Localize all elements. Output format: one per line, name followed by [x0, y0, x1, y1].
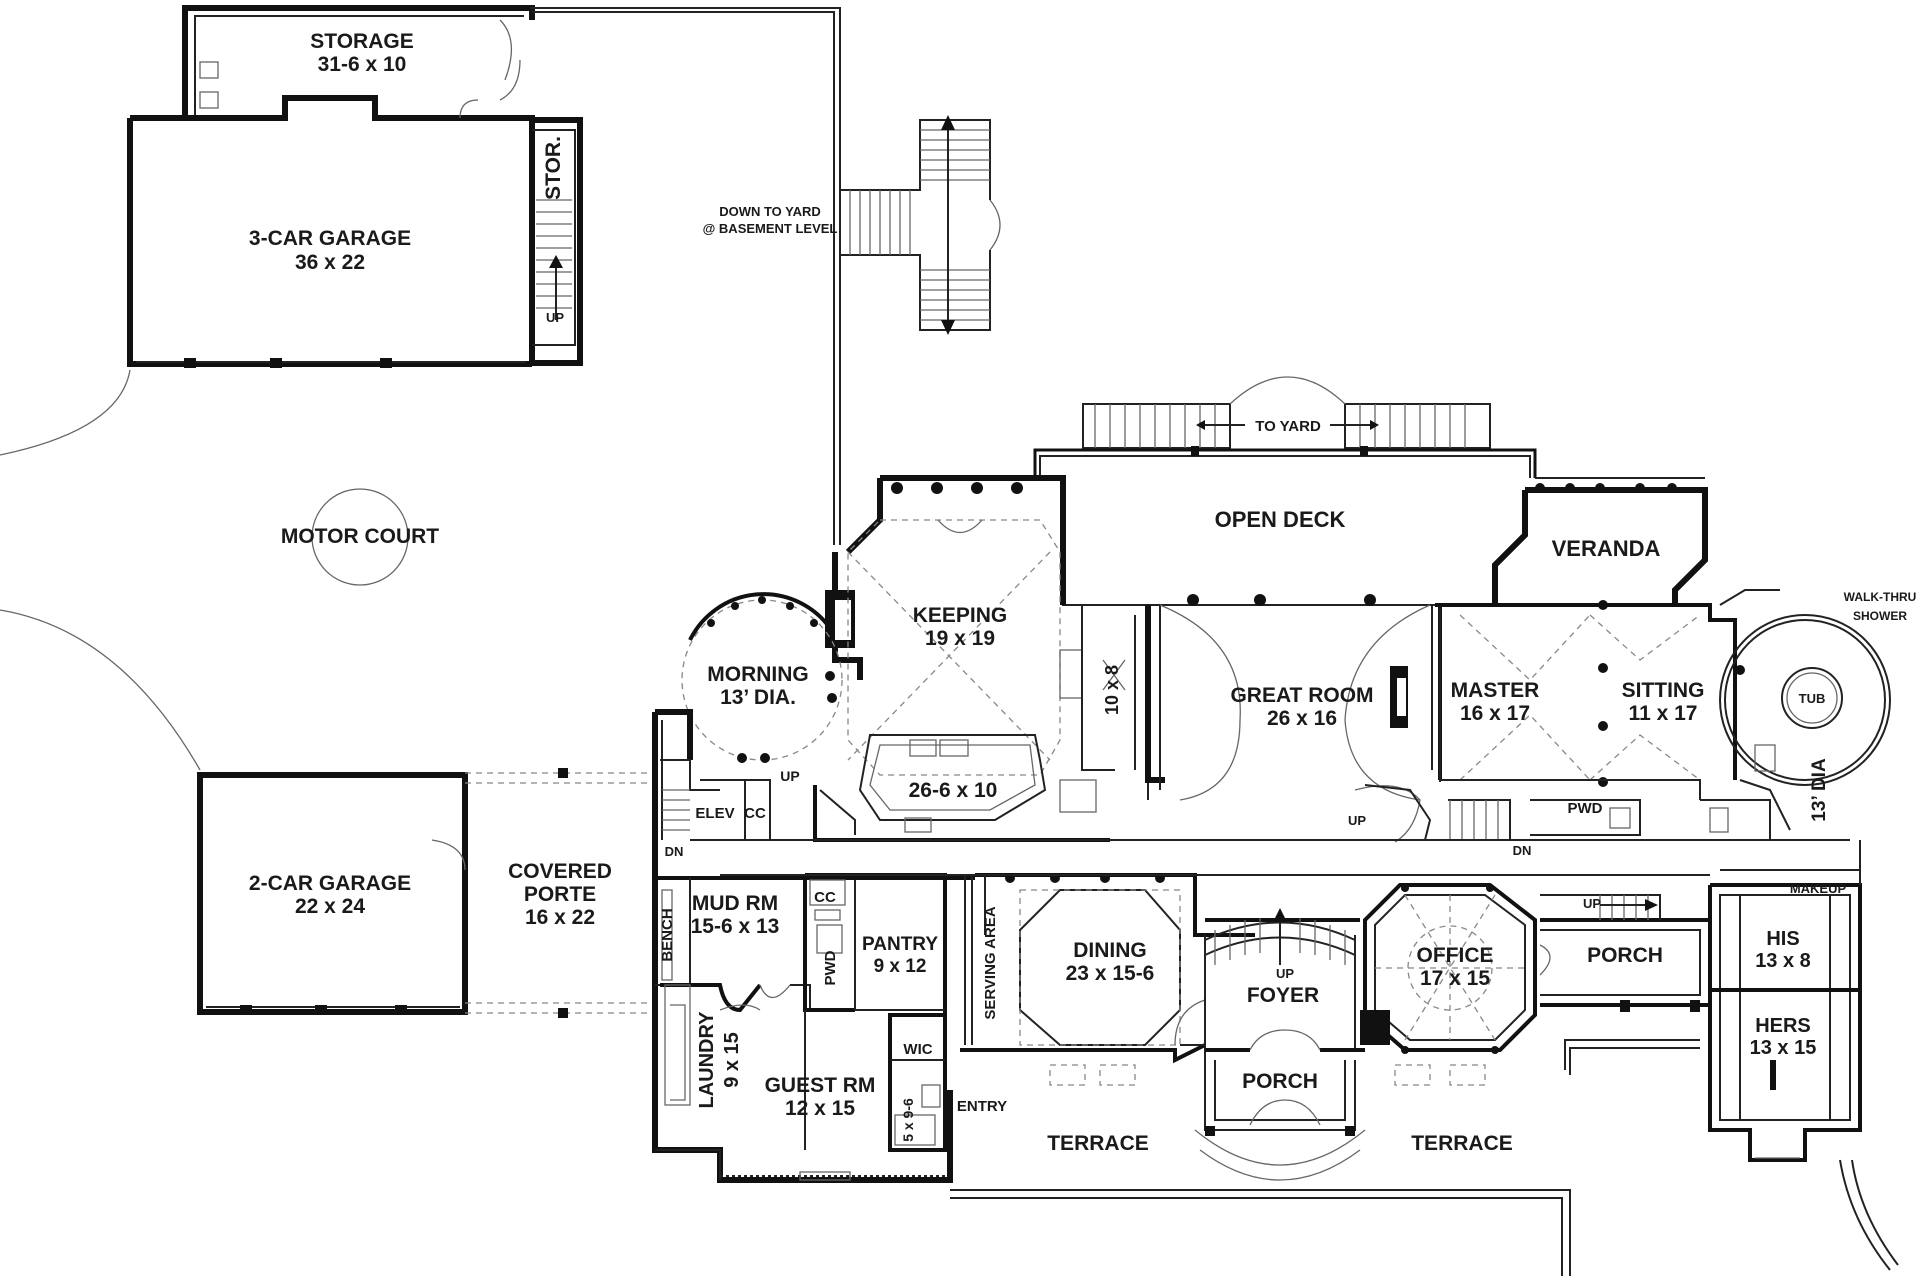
- bath-size: 5 x 9-6: [900, 1098, 916, 1142]
- office-label: OFFICE: [1417, 944, 1494, 967]
- central-front: [720, 839, 1850, 1181]
- up-porch-label: UP: [1583, 896, 1601, 911]
- garage2-label: 2-CAR GARAGE: [249, 872, 411, 895]
- terrace-border: [950, 1064, 1571, 1276]
- open-deck-label: OPEN DECK: [1215, 507, 1346, 532]
- stor-label: STOR.: [542, 136, 565, 200]
- up-label-garage: UP: [546, 310, 564, 325]
- his-size: 13 x 8: [1755, 950, 1811, 972]
- up-great-label: UP: [1348, 813, 1366, 828]
- up-foyer-label: UP: [1276, 966, 1294, 981]
- wic-label: WIC: [903, 1041, 932, 1058]
- keeping-size: 19 x 19: [925, 627, 995, 650]
- cc2-label: CC: [814, 889, 836, 906]
- to-yard-label: TO YARD: [1255, 418, 1321, 435]
- laundry-size: 9 x 15: [721, 1032, 743, 1088]
- garage3-size: 36 x 22: [295, 251, 365, 274]
- master-wing: [1435, 483, 1891, 840]
- up-morning-label: UP: [780, 768, 799, 784]
- pantry-small-size: 10 x 8: [1102, 665, 1122, 715]
- his-label: HIS: [1766, 928, 1799, 950]
- guest-room-size: 12 x 15: [785, 1097, 855, 1120]
- storage-size: 31-6 x 10: [318, 53, 407, 76]
- serving-area-label: SERVING AREA: [982, 906, 999, 1020]
- yard-stair: [530, 7, 1001, 545]
- sitting-label: SITTING: [1622, 679, 1705, 702]
- garage-wing: [127, 5, 583, 368]
- mud-room-size: 15-6 x 13: [691, 915, 780, 938]
- porte-label-1: COVERED: [508, 860, 612, 883]
- pwd2-label: PWD: [822, 950, 839, 985]
- veranda-label: VERANDA: [1552, 536, 1661, 561]
- room-labels: STORAGE 31-6 x 10 STOR. 3-CAR GARAGE 36 …: [249, 30, 1916, 1155]
- service-wing: [652, 709, 975, 1183]
- hers-size: 13 x 15: [1750, 1037, 1817, 1059]
- walk-thru-label-1: WALK-THRU: [1844, 590, 1917, 604]
- motor-court-label: MOTOR COURT: [281, 525, 439, 548]
- walk-thru-label-2: SHOWER: [1853, 609, 1907, 623]
- dining-label: DINING: [1073, 939, 1147, 962]
- master-size: 16 x 17: [1460, 702, 1530, 725]
- motor-court: [0, 369, 409, 771]
- office-size: 17 x 15: [1420, 967, 1490, 990]
- garage-south: [197, 768, 650, 1018]
- dia13-label: 13’ DIA: [1809, 758, 1830, 822]
- sitting-size: 11 x 17: [1629, 702, 1698, 725]
- closets: [1564, 840, 1899, 1271]
- down-yard-label-2: @ BASEMENT LEVEL: [703, 221, 838, 236]
- foyer-label: FOYER: [1247, 984, 1319, 1007]
- master-label: MASTER: [1451, 679, 1540, 702]
- elev-label: ELEV: [695, 805, 734, 822]
- entry-label: ENTRY: [957, 1098, 1007, 1115]
- kitchen-size: 26-6 x 10: [909, 779, 998, 802]
- laundry-label: LAUNDRY: [696, 1011, 718, 1109]
- great-room-label: GREAT ROOM: [1230, 684, 1373, 707]
- pantry-label: PANTRY: [862, 934, 938, 955]
- porch-east-label: PORCH: [1587, 944, 1663, 967]
- makeup-label: MAKEUP: [1790, 881, 1847, 896]
- guest-room-label: GUEST RM: [765, 1074, 876, 1097]
- tub-label: TUB: [1799, 691, 1826, 706]
- garage2-size: 22 x 24: [295, 895, 365, 918]
- morning-size: 13’ DIA.: [720, 686, 796, 709]
- dn1-label: DN: [665, 844, 684, 859]
- terrace-west-label: TERRACE: [1047, 1132, 1149, 1155]
- great-room-zone: [1145, 604, 1511, 843]
- morning-label: MORNING: [707, 663, 809, 686]
- terrace-east-label: TERRACE: [1411, 1132, 1513, 1155]
- garage3-label: 3-CAR GARAGE: [249, 227, 411, 250]
- great-room-size: 26 x 16: [1267, 707, 1337, 730]
- bench-label: BENCH: [659, 908, 676, 961]
- down-yard-label-1: DOWN TO YARD: [719, 204, 821, 219]
- keeping-label: KEEPING: [913, 604, 1008, 627]
- porte-size: 16 x 22: [525, 906, 595, 929]
- pantry-size: 9 x 12: [874, 956, 927, 977]
- keeping-zone: [681, 475, 1149, 842]
- cc1-label: CC: [744, 805, 766, 822]
- porch-front-label: PORCH: [1242, 1070, 1318, 1093]
- dn-great-label: DN: [1513, 843, 1532, 858]
- storage-label: STORAGE: [310, 30, 413, 53]
- porte-label-2: PORTE: [524, 883, 596, 906]
- hers-label: HERS: [1755, 1015, 1811, 1037]
- pwd-master-label: PWD: [1568, 800, 1603, 817]
- mud-room-label: MUD RM: [692, 892, 778, 915]
- dining-size: 23 x 15-6: [1066, 962, 1155, 985]
